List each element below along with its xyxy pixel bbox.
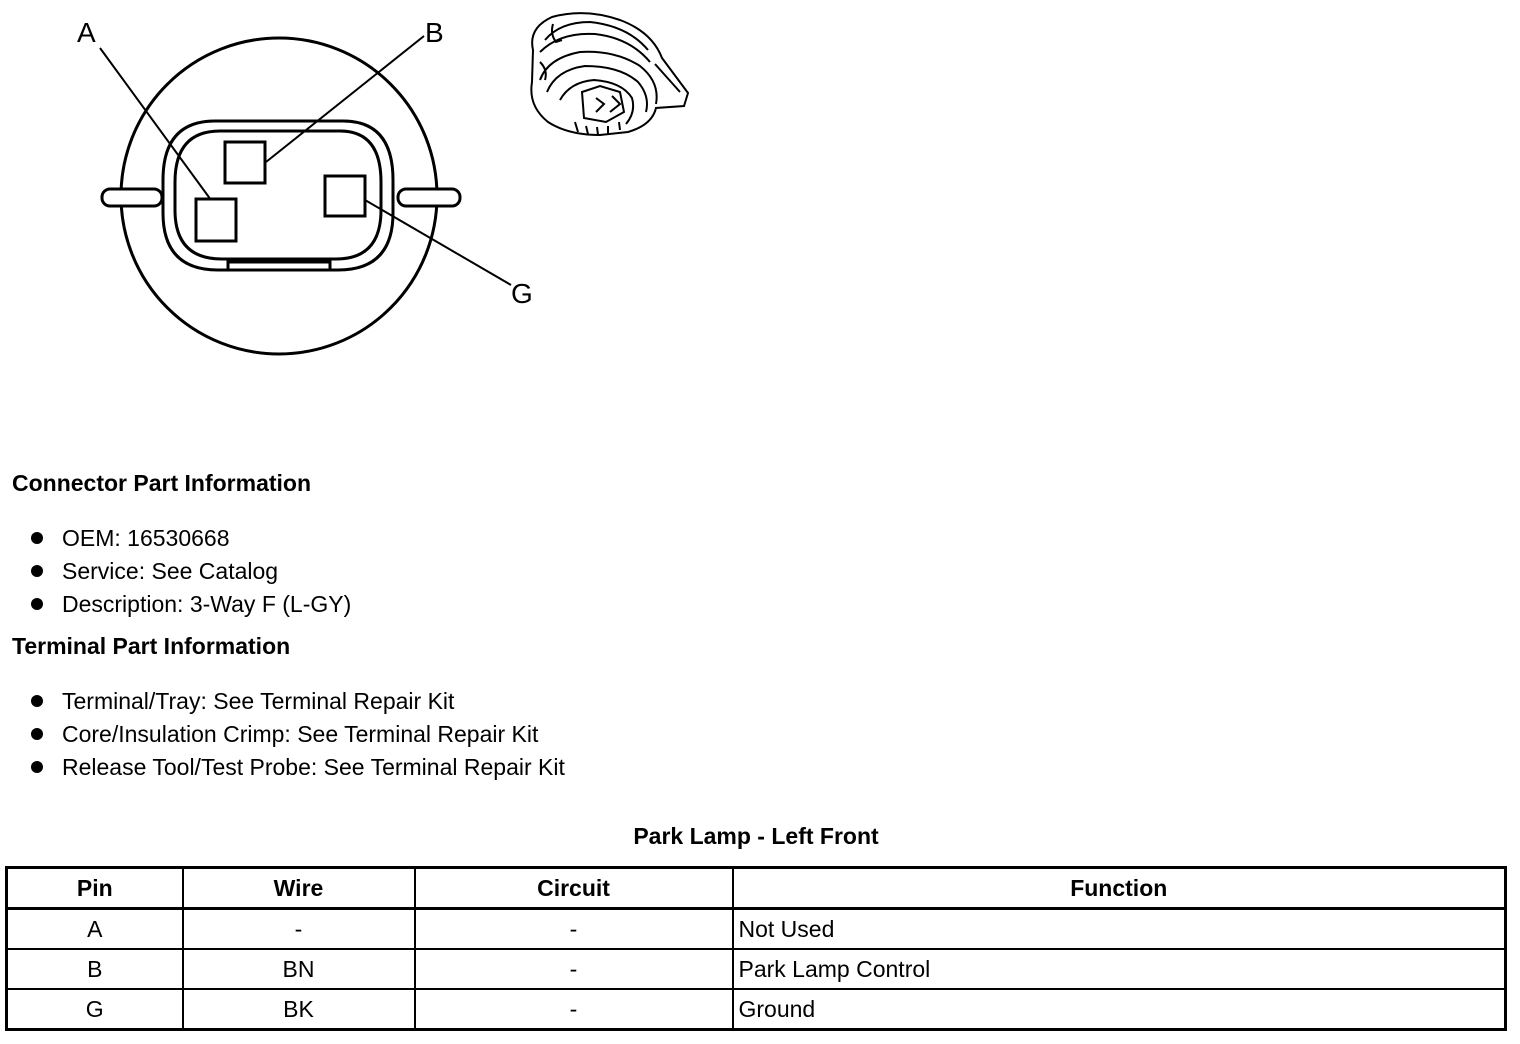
list-item: Core/Insulation Crimp: See Terminal Repa… xyxy=(30,718,565,751)
column-header-circuit: Circuit xyxy=(413,866,734,910)
cell-circuit: - xyxy=(413,988,734,1031)
list-item: Service: See Catalog xyxy=(30,555,351,588)
pinout-table: Pin Wire Circuit Function A - - Not Used… xyxy=(5,866,1507,1031)
cell-wire: - xyxy=(181,907,416,950)
table-row: G BK - Ground xyxy=(5,988,1507,1031)
terminal-part-heading: Terminal Part Information xyxy=(12,633,291,659)
cell-pin: B xyxy=(5,948,184,990)
cavity-b xyxy=(223,140,267,185)
cavity-g xyxy=(323,174,367,218)
column-header-wire: Wire xyxy=(181,866,416,910)
table-header-row: Pin Wire Circuit Function xyxy=(5,866,1507,910)
list-item: Release Tool/Test Probe: See Terminal Re… xyxy=(30,751,565,784)
cell-function: Not Used xyxy=(731,907,1507,950)
column-header-pin: Pin xyxy=(5,866,184,910)
cell-function: Ground xyxy=(731,988,1507,1031)
table-row: A - - Not Used xyxy=(5,907,1507,950)
pin-label-a: A xyxy=(77,17,96,48)
pin-label-b: B xyxy=(425,17,444,48)
table-title: Park Lamp - Left Front xyxy=(633,823,879,849)
cell-pin: G xyxy=(5,988,184,1031)
connector-part-list: OEM: 16530668 Service: See Catalog Descr… xyxy=(30,522,351,621)
list-item: Terminal/Tray: See Terminal Repair Kit xyxy=(30,685,565,718)
terminal-part-list: Terminal/Tray: See Terminal Repair Kit C… xyxy=(30,685,565,784)
cell-pin: A xyxy=(5,907,184,950)
column-header-function: Function xyxy=(731,866,1507,910)
table-row: B BN - Park Lamp Control xyxy=(5,948,1507,990)
connector-3d-illustration xyxy=(530,12,690,137)
connector-face-diagram: A B G xyxy=(77,12,690,356)
cell-wire: BK xyxy=(181,988,416,1031)
list-item: Description: 3-Way F (L-GY) xyxy=(30,588,351,621)
connector-part-heading: Connector Part Information xyxy=(12,470,312,496)
cell-function: Park Lamp Control xyxy=(731,948,1507,990)
pin-label-g: G xyxy=(511,278,533,309)
cell-circuit: - xyxy=(413,907,734,950)
cell-wire: BN xyxy=(181,948,416,990)
cavity-a xyxy=(194,197,238,243)
list-item: OEM: 16530668 xyxy=(30,522,351,555)
cell-circuit: - xyxy=(413,948,734,990)
